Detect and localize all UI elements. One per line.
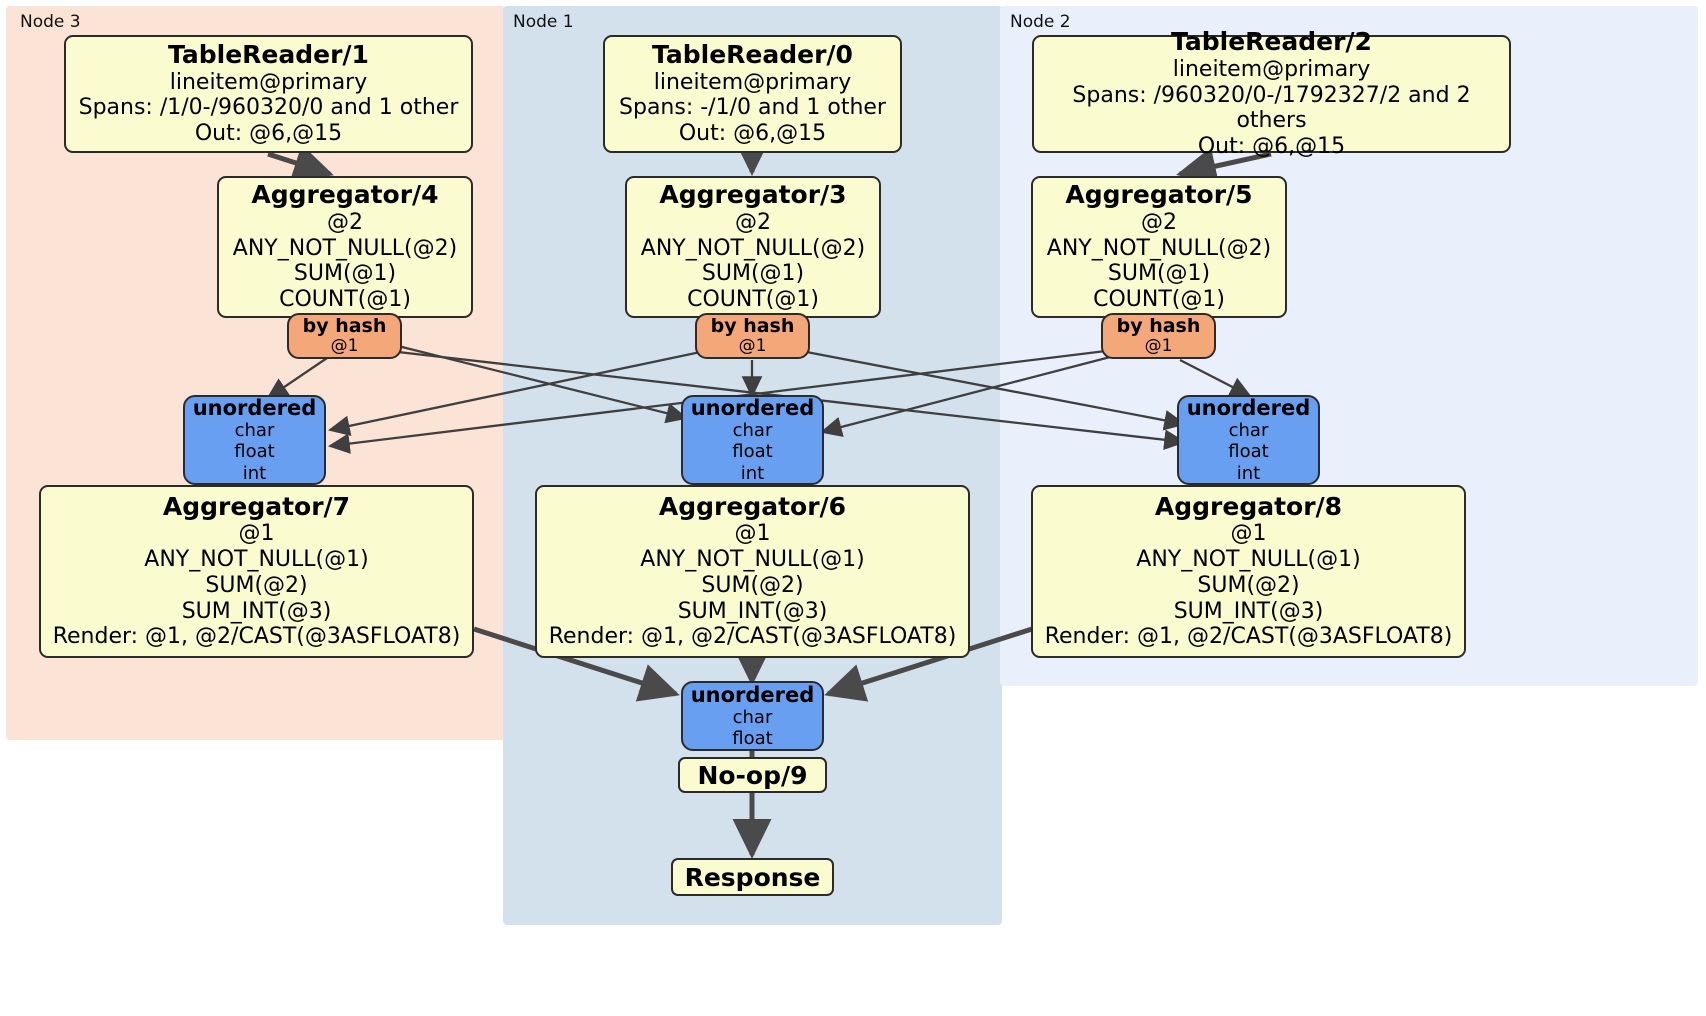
box-tablereader-0[interactable]: TableReader/0 lineitem@primary Spans: -/…	[603, 35, 902, 153]
unordered-right-line-2: float	[1228, 441, 1269, 463]
aggregator-3-line-4: COUNT(@1)	[687, 286, 819, 312]
panel-node-1-label: Node 1	[513, 12, 574, 32]
box-aggregator-8[interactable]: Aggregator/8 @1 ANY_NOT_NULL(@1) SUM(@2)…	[1031, 485, 1466, 658]
stream-unordered-left[interactable]: unordered char float int	[183, 395, 326, 485]
aggregator-4-line-4: COUNT(@1)	[279, 286, 411, 312]
aggregator-4-line-2: ANY_NOT_NULL(@2)	[232, 235, 458, 261]
tablereader-0-title: TableReader/0	[652, 40, 853, 70]
aggregator-3-line-3: SUM(@1)	[701, 261, 805, 287]
by-hash-mid-line-1: @1	[738, 335, 767, 356]
aggregator-3-line-1: @2	[735, 209, 771, 235]
aggregator-5-line-3: SUM(@1)	[1107, 261, 1211, 287]
aggregator-6-line-3: SUM(@2)	[701, 572, 804, 598]
router-by-hash-right[interactable]: by hash @1	[1101, 313, 1216, 359]
unordered-mid-line-1: char	[732, 420, 773, 442]
aggregator-4-line-3: SUM(@1)	[293, 261, 397, 287]
router-by-hash-left[interactable]: by hash @1	[287, 313, 402, 359]
no-op-9-title: No-op/9	[697, 760, 808, 790]
aggregator-6-title: Aggregator/6	[658, 491, 847, 521]
box-tablereader-1[interactable]: TableReader/1 lineitem@primary Spans: /1…	[64, 35, 473, 153]
aggregator-5-line-4: COUNT(@1)	[1093, 286, 1225, 312]
aggregator-6-line-5: Render: @1, @2/CAST(@3ASFLOAT8)	[548, 624, 957, 650]
unordered-left-line-2: float	[234, 441, 275, 463]
tablereader-2-line-3: Out: @6,@15	[1197, 133, 1346, 159]
tablereader-2-line-2: Spans: /960320/0-/1792327/2 and 2 others	[1072, 82, 1471, 134]
aggregator-5-title: Aggregator/5	[1065, 180, 1253, 210]
by-hash-mid-title: by hash	[710, 314, 795, 337]
tablereader-1-line-2: Spans: /1/0-/960320/0 and 1 other	[78, 95, 459, 121]
panel-node-2-label: Node 2	[1010, 12, 1071, 32]
tablereader-1-title: TableReader/1	[168, 40, 369, 70]
aggregator-4-title: Aggregator/4	[251, 180, 439, 210]
aggregator-7-line-4: SUM_INT(@3)	[181, 598, 332, 624]
response-title: Response	[684, 862, 821, 892]
unordered-left-line-3: int	[242, 462, 267, 484]
tablereader-0-line-2: Spans: -/1/0 and 1 other	[619, 95, 886, 121]
by-hash-right-line-1: @1	[1144, 335, 1173, 356]
box-aggregator-5[interactable]: Aggregator/5 @2 ANY_NOT_NULL(@2) SUM(@1)…	[1031, 176, 1287, 318]
aggregator-6-line-4: SUM_INT(@3)	[677, 598, 828, 624]
tablereader-2-title: TableReader/2	[1171, 27, 1372, 57]
aggregator-7-line-1: @1	[238, 521, 275, 547]
box-aggregator-6[interactable]: Aggregator/6 @1 ANY_NOT_NULL(@1) SUM(@2)…	[535, 485, 970, 658]
unordered-left-title: unordered	[192, 396, 317, 421]
unordered-right-title: unordered	[1186, 396, 1311, 421]
tablereader-1-line-3: Out: @6,@15	[194, 121, 343, 147]
unordered-mid-title: unordered	[690, 396, 815, 421]
aggregator-5-line-2: ANY_NOT_NULL(@2)	[1046, 235, 1272, 261]
aggregator-7-line-3: SUM(@2)	[205, 572, 308, 598]
panel-node-3-label: Node 3	[20, 12, 81, 32]
aggregator-7-line-5: Render: @1, @2/CAST(@3ASFLOAT8)	[52, 624, 461, 650]
by-hash-left-line-1: @1	[330, 335, 359, 356]
tablereader-0-line-3: Out: @6,@15	[678, 121, 827, 147]
tablereader-2-line-1: lineitem@primary	[1172, 56, 1371, 82]
box-aggregator-4[interactable]: Aggregator/4 @2 ANY_NOT_NULL(@2) SUM(@1)…	[217, 176, 473, 318]
aggregator-3-title: Aggregator/3	[659, 180, 847, 210]
unordered-left-line-1: char	[234, 420, 275, 442]
aggregator-5-line-1: @2	[1141, 209, 1177, 235]
stream-unordered-right[interactable]: unordered char float int	[1177, 395, 1320, 485]
unordered-final-line-2: float	[732, 728, 773, 750]
unordered-right-line-3: int	[1236, 462, 1261, 484]
stream-unordered-mid[interactable]: unordered char float int	[681, 395, 824, 485]
aggregator-3-line-2: ANY_NOT_NULL(@2)	[640, 235, 866, 261]
aggregator-7-title: Aggregator/7	[162, 491, 351, 521]
aggregator-8-line-5: Render: @1, @2/CAST(@3ASFLOAT8)	[1044, 624, 1453, 650]
aggregator-8-line-2: ANY_NOT_NULL(@1)	[1136, 547, 1361, 573]
aggregator-8-line-3: SUM(@2)	[1197, 572, 1300, 598]
by-hash-right-title: by hash	[1116, 314, 1201, 337]
tablereader-1-line-1: lineitem@primary	[169, 69, 368, 95]
aggregator-6-line-1: @1	[734, 521, 771, 547]
unordered-final-title: unordered	[690, 682, 815, 707]
by-hash-left-title: by hash	[302, 314, 387, 337]
unordered-mid-line-2: float	[732, 441, 773, 463]
aggregator-4-line-1: @2	[327, 209, 363, 235]
box-aggregator-3[interactable]: Aggregator/3 @2 ANY_NOT_NULL(@2) SUM(@1)…	[625, 176, 881, 318]
aggregator-8-title: Aggregator/8	[1154, 491, 1343, 521]
box-no-op-9[interactable]: No-op/9	[678, 757, 827, 793]
aggregator-6-line-2: ANY_NOT_NULL(@1)	[640, 547, 865, 573]
aggregator-8-line-1: @1	[1230, 521, 1267, 547]
tablereader-0-line-1: lineitem@primary	[653, 69, 852, 95]
box-tablereader-2[interactable]: TableReader/2 lineitem@primary Spans: /9…	[1032, 28, 1511, 159]
box-aggregator-7[interactable]: Aggregator/7 @1 ANY_NOT_NULL(@1) SUM(@2)…	[39, 485, 474, 658]
box-response[interactable]: Response	[671, 858, 834, 896]
unordered-right-line-1: char	[1228, 420, 1269, 442]
router-by-hash-mid[interactable]: by hash @1	[695, 313, 810, 359]
unordered-mid-line-3: int	[740, 462, 765, 484]
stream-unordered-final[interactable]: unordered char float	[681, 681, 824, 751]
aggregator-7-line-2: ANY_NOT_NULL(@1)	[144, 547, 369, 573]
aggregator-8-line-4: SUM_INT(@3)	[1173, 598, 1324, 624]
unordered-final-line-1: char	[732, 706, 773, 728]
